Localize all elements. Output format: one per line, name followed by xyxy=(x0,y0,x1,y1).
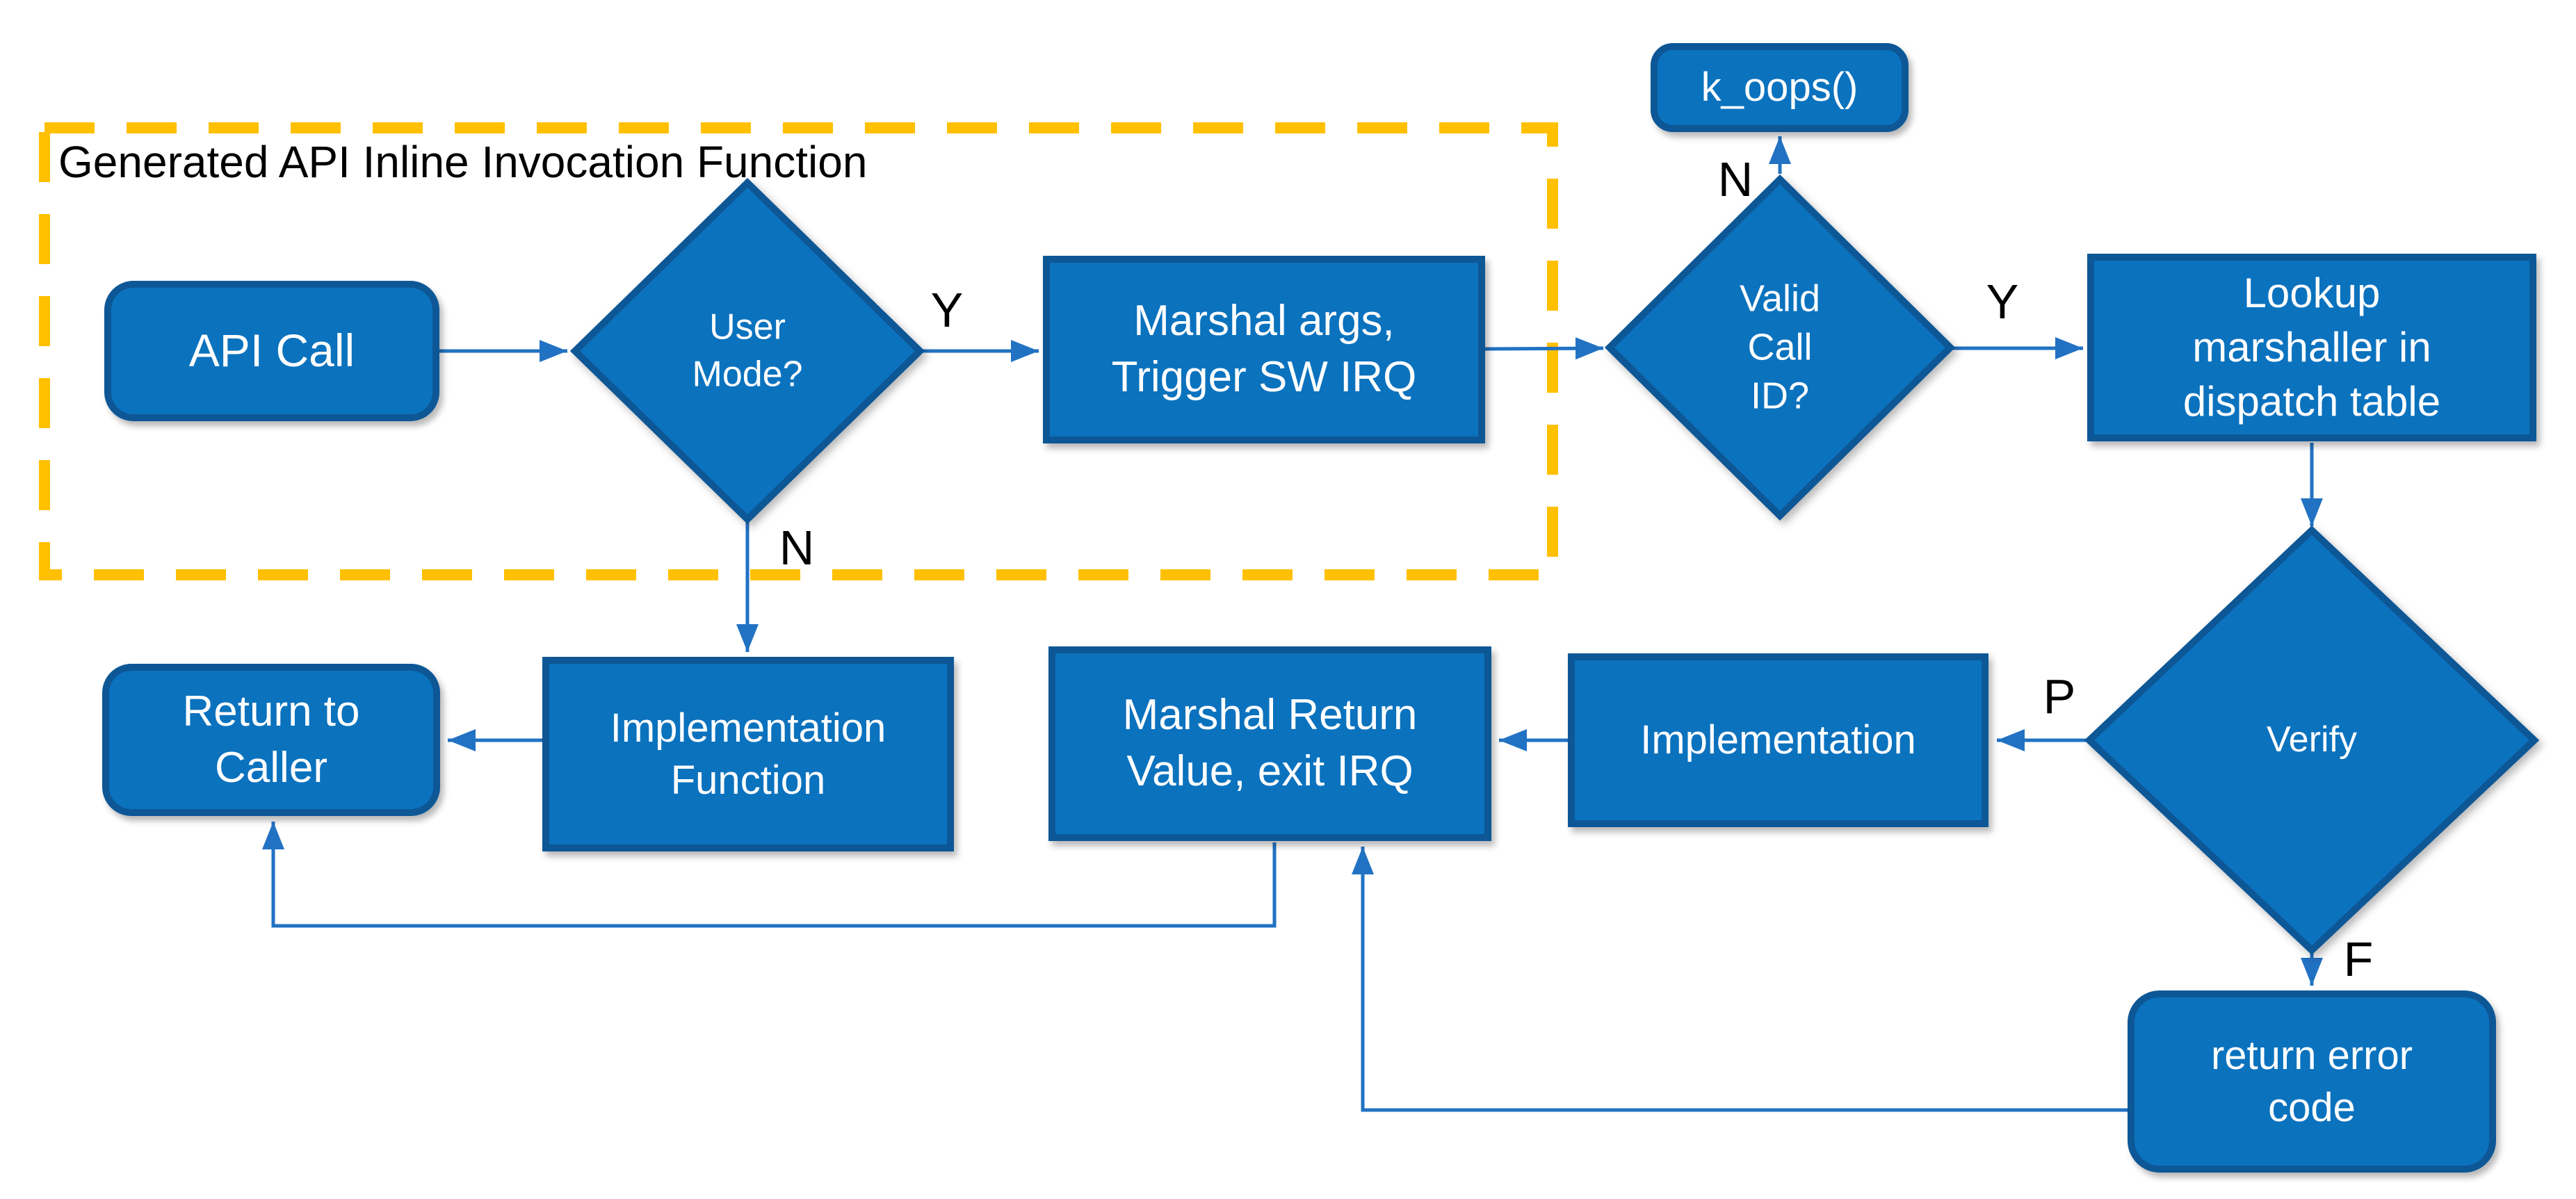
connector-returnerror-to-marshalreturn xyxy=(1352,847,2128,1112)
group-title: Generated API Inline Invocation Function xyxy=(58,137,868,187)
node-marshal-return: Marshal Return Value, exit IRQ xyxy=(1048,646,1491,841)
edge-label-verify-pass: P xyxy=(2043,669,2076,724)
edge-label-user-mode-yes: Y xyxy=(930,283,964,337)
edge-label-user-mode-no: N xyxy=(779,521,815,575)
edge-label-valid-call-yes: Y xyxy=(1986,275,2019,329)
connector-marshalargs-to-validcallid xyxy=(1484,337,1604,360)
group-boundary xyxy=(39,122,1558,580)
node-lookup-marshaller: Lookup marshaller in dispatch table xyxy=(2087,254,2536,441)
connector-marshalreturn-to-returncaller xyxy=(262,822,1277,928)
node-valid-call-id-diamond xyxy=(1604,174,1956,521)
node-marshal-args: Marshal args, Trigger SW IRQ xyxy=(1043,256,1485,443)
node-return-error-code: return error code xyxy=(2128,990,2496,1173)
node-verify-label: Verify xyxy=(2266,719,2358,760)
node-user-mode-diamond xyxy=(569,178,925,524)
edge-label-valid-call-no: N xyxy=(1717,152,1753,206)
node-user-mode-label: User Mode? xyxy=(692,307,803,394)
node-k-oops: k_oops() xyxy=(1651,43,1909,132)
node-verify-diamond xyxy=(2084,525,2540,955)
node-implementation-function: Implementation Function xyxy=(542,657,954,851)
edge-label-verify-fail: F xyxy=(2343,932,2374,986)
node-valid-call-id-label: Valid Call ID? xyxy=(1739,277,1821,418)
node-return-to-caller: Return to Caller xyxy=(102,664,440,816)
node-implementation: Implementation xyxy=(1568,653,1988,827)
node-api-call: API Call xyxy=(104,281,439,421)
